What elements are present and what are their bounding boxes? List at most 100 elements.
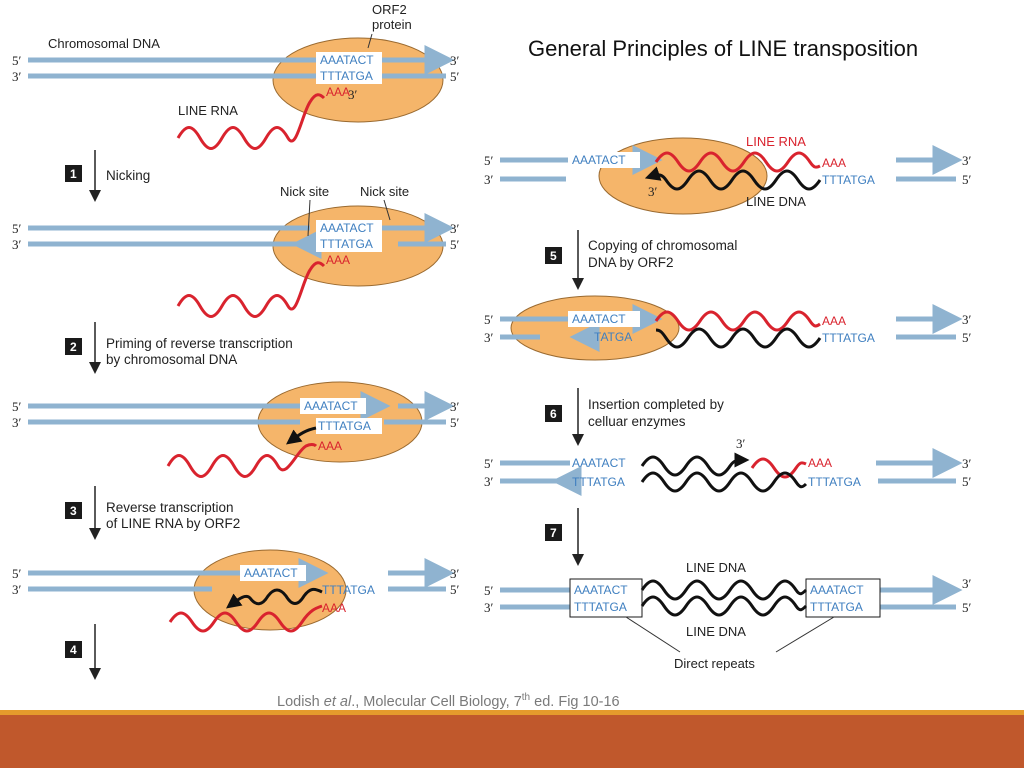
orf2-pointer (367, 33, 373, 49)
five-prime-end: 5′ (962, 600, 972, 615)
seq-tttatga: TTTATGA (320, 237, 373, 251)
step-number-badge (65, 502, 82, 519)
step-1: 1 Nicking (65, 150, 150, 202)
three-prime-end: 3′ (648, 184, 658, 199)
step-5: 5 Copying of chromosomal DNA by ORF2 (545, 230, 737, 290)
orf2-label: ORF2 (372, 2, 407, 17)
line-rna-wave (176, 93, 326, 150)
step-7: 7 (545, 508, 584, 566)
step-number: 7 (550, 526, 557, 540)
three-prime-end: 3′ (348, 87, 358, 102)
step-text: by chromosomal DNA (106, 352, 237, 367)
seq-aaatact: AAATACT (572, 153, 626, 167)
line-rna-wave (654, 310, 821, 332)
three-prime-end: 3′ (962, 153, 972, 168)
three-prime-end: 3′ (962, 312, 972, 327)
reverse-transcription-primer (285, 426, 317, 445)
seq-tttatga: TTTATGA (808, 475, 861, 489)
three-prime-end: 3′ (484, 172, 494, 187)
line-rna-wave (176, 261, 326, 318)
seq-box (316, 418, 382, 434)
five-prime-end: 5′ (12, 399, 22, 414)
seq-box (240, 565, 306, 581)
poly-a-tail: AAA (326, 253, 350, 267)
five-prime-end: 5′ (962, 330, 972, 345)
seq-tttatga: TTTATGA (810, 600, 863, 614)
three-prime-end: 3′ (450, 566, 460, 581)
step-4: 4 (65, 624, 101, 680)
line-rna-label: LINE RNA (178, 103, 238, 118)
three-prime-end: 3′ (962, 576, 972, 591)
citation-etal: et al (324, 694, 352, 710)
three-prime-end: 3′ (736, 436, 746, 451)
five-prime-end: 5′ (962, 474, 972, 489)
seq-tatga: TATGA (594, 330, 632, 344)
line-rna-wave (166, 443, 318, 478)
line-dna-wave (640, 595, 808, 617)
five-prime-end: 5′ (484, 456, 494, 471)
three-prime-end: 3′ (450, 53, 460, 68)
chromosomal-dna-label: Chromosomal DNA (48, 36, 160, 51)
seq-tttatga: TTTATGA (822, 331, 875, 345)
step-number-badge (65, 165, 82, 182)
three-prime-end: 3′ (450, 221, 460, 236)
three-prime-end: 3′ (484, 600, 494, 615)
page-title: General Principles of LINE transposition (528, 36, 918, 61)
step-number: 4 (70, 643, 77, 657)
step-3: 3 Reverse transcription of LINE RNA by O… (65, 486, 240, 540)
seq-aaatact: AAATACT (244, 566, 298, 580)
direct-repeat-box (569, 578, 643, 618)
footer-accent-line (0, 710, 1024, 715)
seq-aaatact: AAATACT (304, 399, 358, 413)
poly-a-tail: AAA (326, 85, 350, 99)
panel-priming: AAATACT TTTATGA 5′ 3′ 3′ 5′ AAA (12, 381, 460, 478)
citation-book: ., Molecular Cell Biology, 7 (351, 694, 522, 710)
five-prime-end: 5′ (450, 69, 460, 84)
poly-a-tail: AAA (318, 439, 342, 453)
nick-site-pointer (307, 199, 311, 237)
direct-repeat-box (805, 578, 881, 618)
step-text: Insertion completed by (588, 397, 724, 412)
seq-aaatact: AAATACT (320, 53, 374, 67)
line-dna-wave (640, 579, 808, 601)
footer-band (0, 715, 1024, 768)
five-prime-end: 5′ (484, 153, 494, 168)
nick-site-label: Nick site (280, 184, 329, 199)
three-prime-end: 3′ (484, 330, 494, 345)
three-prime-end: 3′ (12, 69, 22, 84)
three-prime-end: 3′ (484, 474, 494, 489)
three-prime-end: 3′ (12, 415, 22, 430)
seq-box (316, 236, 382, 252)
step-2: 2 Priming of reverse transcription by ch… (65, 322, 293, 374)
seq-box (316, 220, 382, 236)
seq-tttatga: TTTATGA (822, 173, 875, 187)
panel-nicking: AAATACT TTTATGA 5′ 3′ 3′ 5′ Nick site Ni… (12, 184, 460, 318)
five-prime-end: 5′ (962, 172, 972, 187)
step-number: 5 (550, 249, 557, 263)
step-number: 1 (70, 167, 77, 181)
seq-aaatact: AAATACT (574, 583, 628, 597)
poly-a-tail: AAA (322, 601, 346, 615)
poly-a-tail: AAA (808, 456, 832, 470)
step-text: Priming of reverse transcription (106, 336, 293, 351)
nick-site-pointer (383, 199, 391, 221)
step-number-badge (545, 405, 562, 422)
five-prime-end: 5′ (450, 582, 460, 597)
three-prime-end: 3′ (962, 456, 972, 471)
step-number: 3 (70, 504, 77, 518)
panel-initial: AAATACT TTTATGA 5′ 3′ 3′ 5′ Chromosomal … (12, 2, 460, 150)
three-prime-end: 3′ (12, 582, 22, 597)
line-dna-wave (640, 452, 750, 477)
seq-aaatact: AAATACT (572, 312, 626, 326)
poly-a-tail: AAA (822, 156, 846, 170)
five-prime-end: 5′ (450, 237, 460, 252)
seq-box (316, 68, 382, 84)
citation-authors: Lodish (277, 694, 324, 710)
step-number: 2 (70, 340, 77, 354)
nick-site-label: Nick site (360, 184, 409, 199)
step-number-badge (65, 641, 82, 658)
step-text: Reverse transcription (106, 500, 234, 515)
seq-tttatga: TTTATGA (318, 419, 371, 433)
five-prime-end: 5′ (484, 312, 494, 327)
step-number: 6 (550, 407, 557, 421)
